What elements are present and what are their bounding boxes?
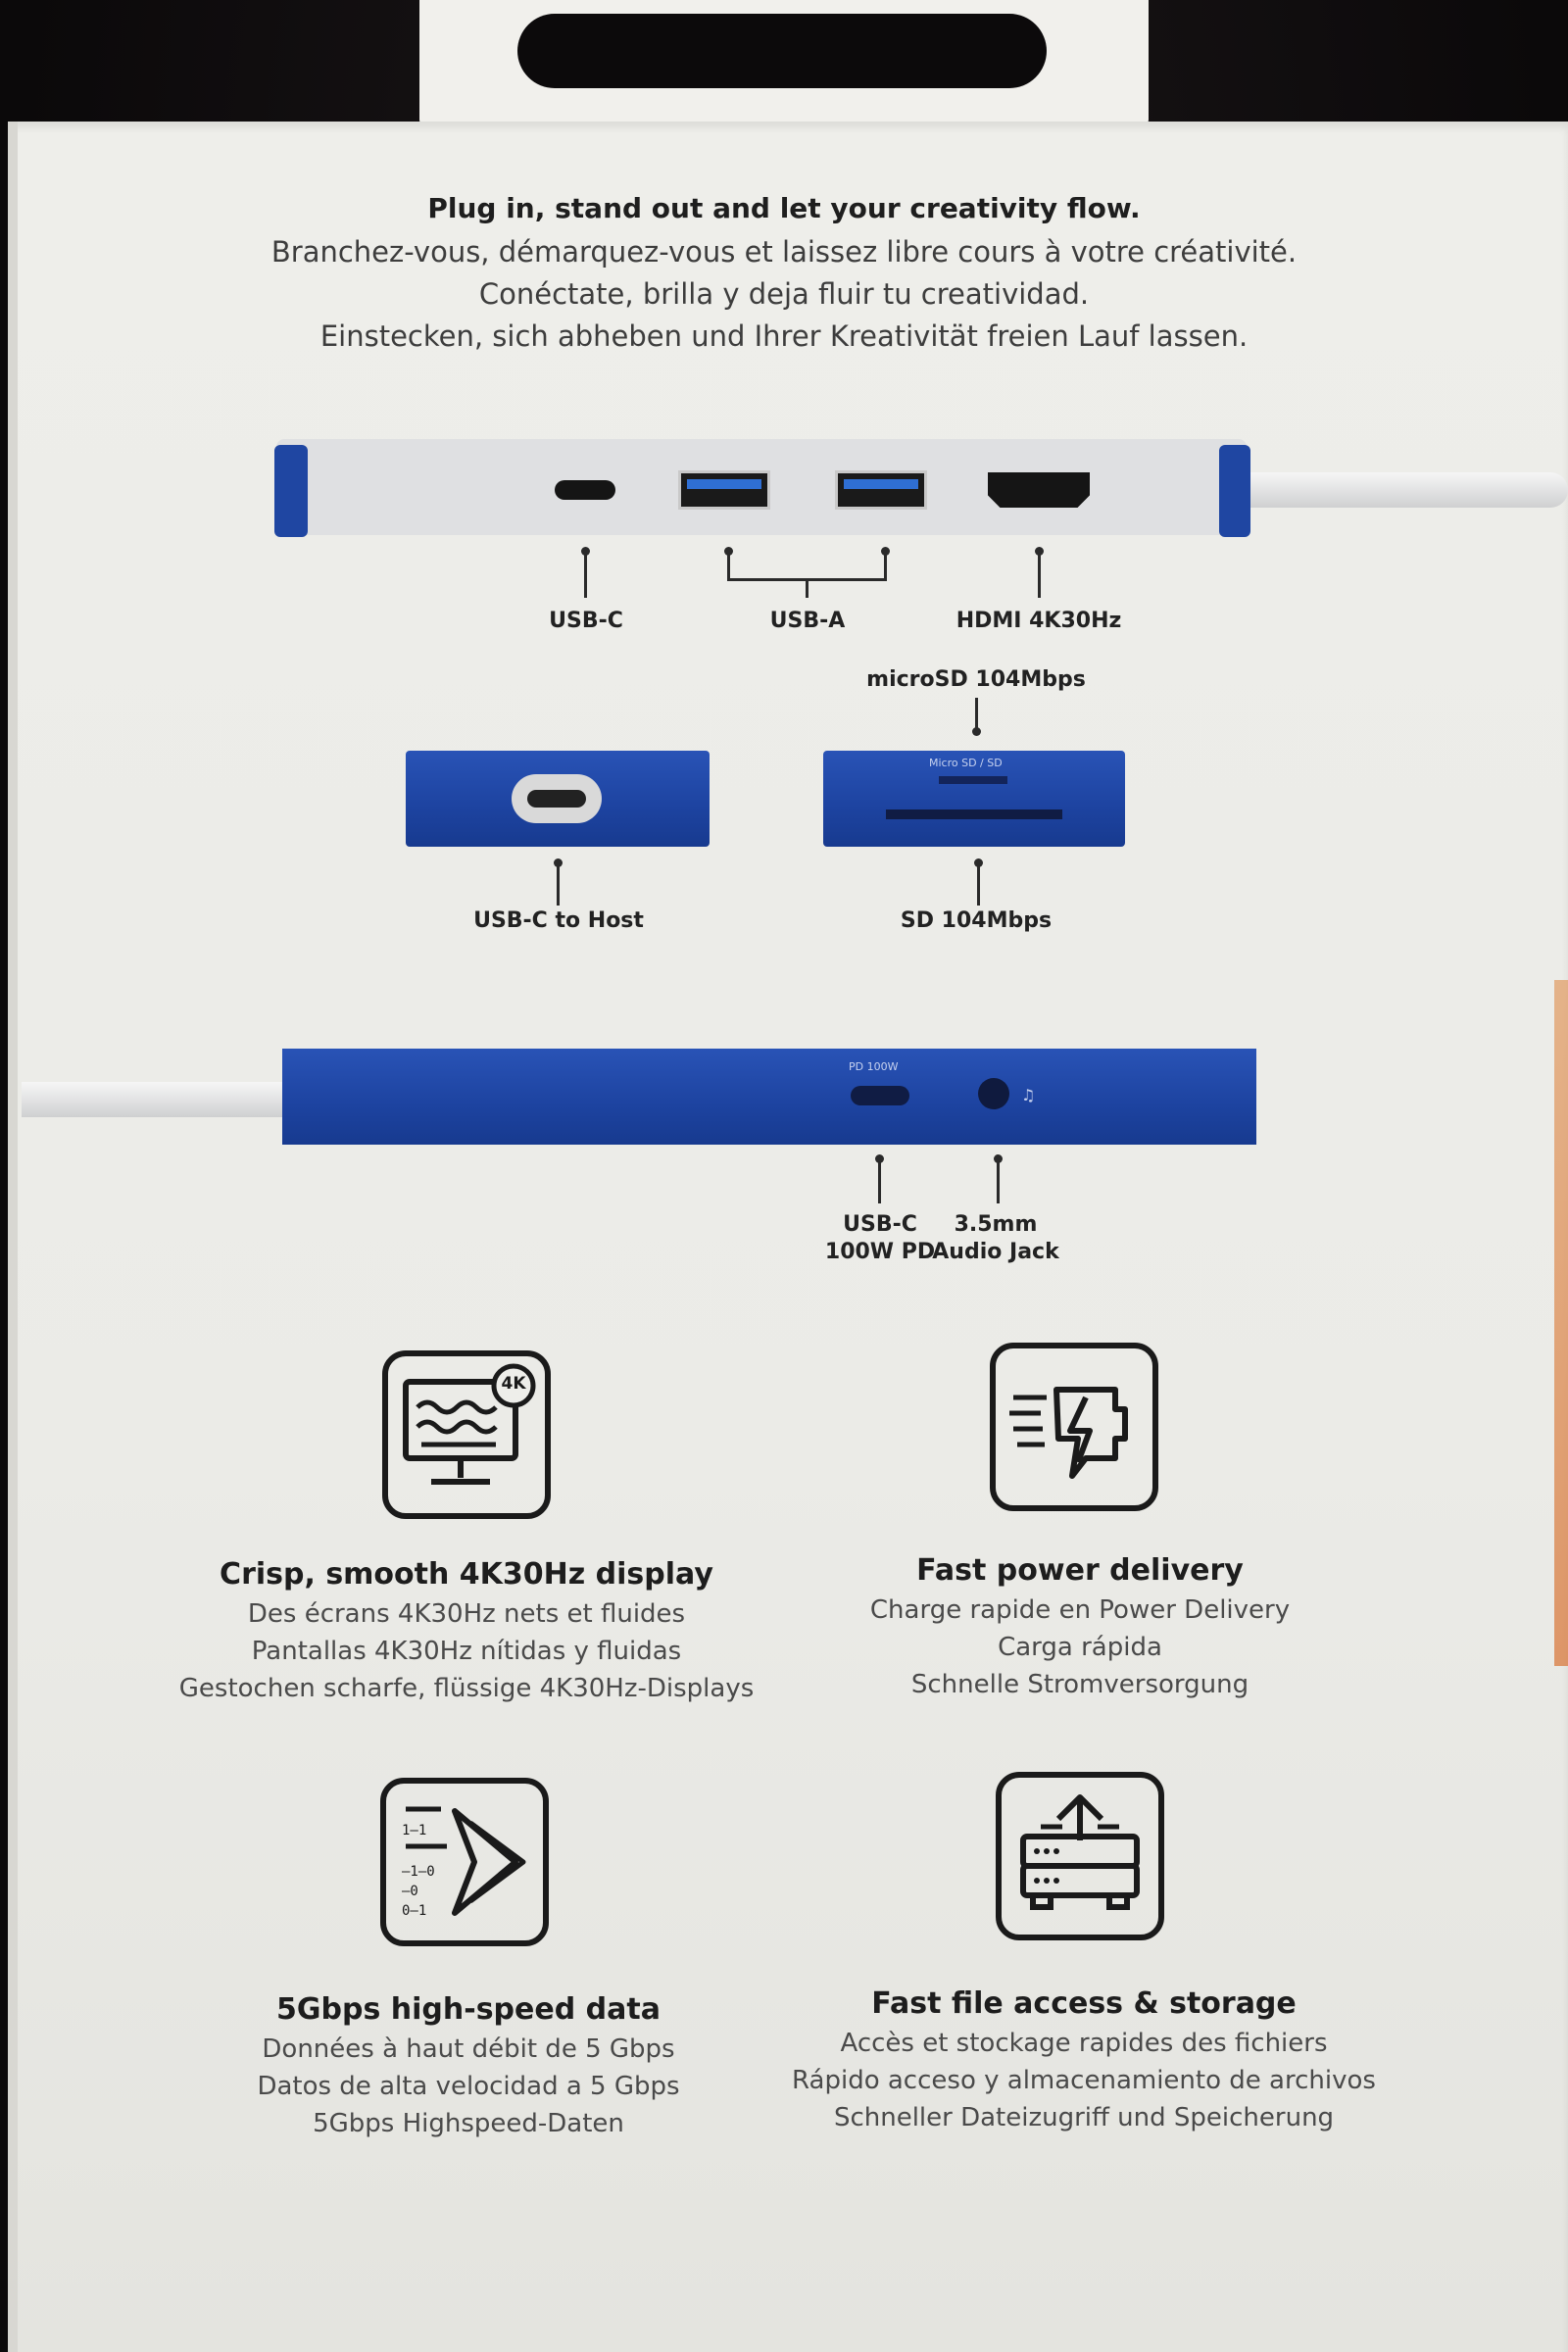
label-usbc-pd-line2: 100W PD [824, 1240, 936, 1264]
label-hdmi: HDMI 4K30Hz [956, 609, 1122, 633]
leader-pd [878, 1158, 881, 1203]
label-audio-line2: Audio Jack [932, 1240, 1059, 1264]
feature-line: Carga rápida [998, 1633, 1162, 1662]
leader-usba-left [727, 551, 730, 580]
usbc-host-port [527, 790, 586, 808]
feature-line: Accès et stockage rapides des fichiers [840, 2029, 1328, 2058]
hang-hole [517, 14, 1047, 88]
svg-text:—0: —0 [402, 1884, 418, 1899]
headline-en: Plug in, stand out and let your creativi… [427, 192, 1141, 224]
feature-line: Rápido acceso y almacenamiento de archiv… [792, 2066, 1376, 2095]
package-edge [8, 122, 18, 2352]
label-usba: USB-A [769, 609, 846, 633]
label-host: USB-C to Host [473, 908, 644, 933]
microsd-slot [939, 776, 1007, 784]
icon-4k-badge: 4K [501, 1374, 526, 1394]
leader-usba-right [884, 551, 887, 580]
feature-display: Crisp, smooth 4K30Hz display Des écrans … [114, 1554, 819, 1707]
headline-es: Conéctate, brilla y deja fluir tu creati… [478, 277, 1090, 311]
feature-title: Fast power delivery [916, 1553, 1244, 1588]
hub-cable-bottom [22, 1082, 286, 1117]
feature-line: Pantallas 4K30Hz nítidas y fluidas [251, 1637, 682, 1666]
label-microsd: microSD 104Mbps [866, 667, 1086, 692]
headline-fr: Branchez-vous, démarquez-vous et laissez… [270, 235, 1298, 269]
monitor-4k-icon: 4K [382, 1350, 551, 1519]
feature-storage: Fast file access & storage Accès et stoc… [731, 1984, 1437, 2136]
usba-port-1 [678, 470, 770, 510]
feature-line: Données à haut débit de 5 Gbps [262, 2034, 675, 2064]
label-audio: 3.5mm Audio Jack [932, 1211, 1058, 1266]
leader-host [557, 862, 560, 906]
pd-print: PD 100W [849, 1060, 899, 1073]
package-side-stripe [1554, 980, 1568, 1666]
headline-de: Einstecken, sich abheben und Ihrer Kreat… [319, 319, 1249, 353]
sd-slot [886, 809, 1062, 819]
leader-hdmi [1038, 551, 1041, 598]
feature-line: Schnelle Stromversorgung [910, 1670, 1250, 1699]
svg-text:1—1: 1—1 [402, 1823, 426, 1838]
fast-charge-icon [990, 1343, 1158, 1511]
leader-dot [972, 727, 981, 736]
feature-title: 5Gbps high-speed data [276, 1992, 661, 2027]
leader-microsd [975, 698, 978, 731]
feature-title: Fast file access & storage [871, 1986, 1297, 2021]
feature-power: Fast power delivery Charge rapide en Pow… [727, 1550, 1433, 1703]
hub-endcap-left [274, 445, 308, 537]
microsd-print: Micro SD / SD [929, 757, 1003, 769]
hub-bottom-view [282, 1049, 1256, 1145]
label-audio-line1: 3.5mm [954, 1212, 1038, 1237]
leader-audio [997, 1158, 1000, 1203]
label-usbc: USB-C [549, 609, 623, 633]
feature-title: Crisp, smooth 4K30Hz display [220, 1557, 713, 1592]
hub-cable-top [1245, 472, 1568, 508]
feature-line: Des écrans 4K30Hz nets et fluides [247, 1599, 686, 1629]
label-sd: SD 104Mbps [900, 908, 1053, 933]
feature-line: Datos de alta velocidad a 5 Gbps [257, 2072, 680, 2101]
leader-usbc [584, 551, 587, 598]
hub-endcap-right [1219, 445, 1250, 537]
feature-line: Charge rapide en Power Delivery [869, 1595, 1291, 1625]
hdmi-port [988, 472, 1090, 508]
usba-port-2 [835, 470, 927, 510]
svg-text:—1—0: —1—0 [402, 1864, 435, 1880]
feature-line: 5Gbps Highspeed-Daten [313, 2109, 624, 2138]
leader-usba [806, 578, 808, 598]
feature-line: Gestochen scharfe, flüssige 4K30Hz-Displ… [178, 1674, 755, 1703]
label-usbc-pd-line1: USB-C [843, 1212, 917, 1237]
leader-sd [977, 862, 980, 906]
usbc-port [555, 480, 615, 500]
label-usbc-pd: USB-C 100W PD [825, 1211, 935, 1266]
headphone-icon: ♫ [1021, 1086, 1036, 1104]
feature-data: 5Gbps high-speed data Données à haut déb… [116, 1989, 821, 2142]
storage-upload-icon [996, 1772, 1164, 1940]
usbc-pd-port [851, 1086, 909, 1105]
data-transfer-icon: 1—1 —1—0 —0 0—1 [380, 1778, 549, 1946]
hub-end-cardreader [823, 751, 1125, 847]
svg-text:0—1: 0—1 [402, 1903, 426, 1919]
feature-line: Schneller Dateizugriff und Speicherung [833, 2103, 1335, 2132]
audio-jack [978, 1078, 1009, 1109]
